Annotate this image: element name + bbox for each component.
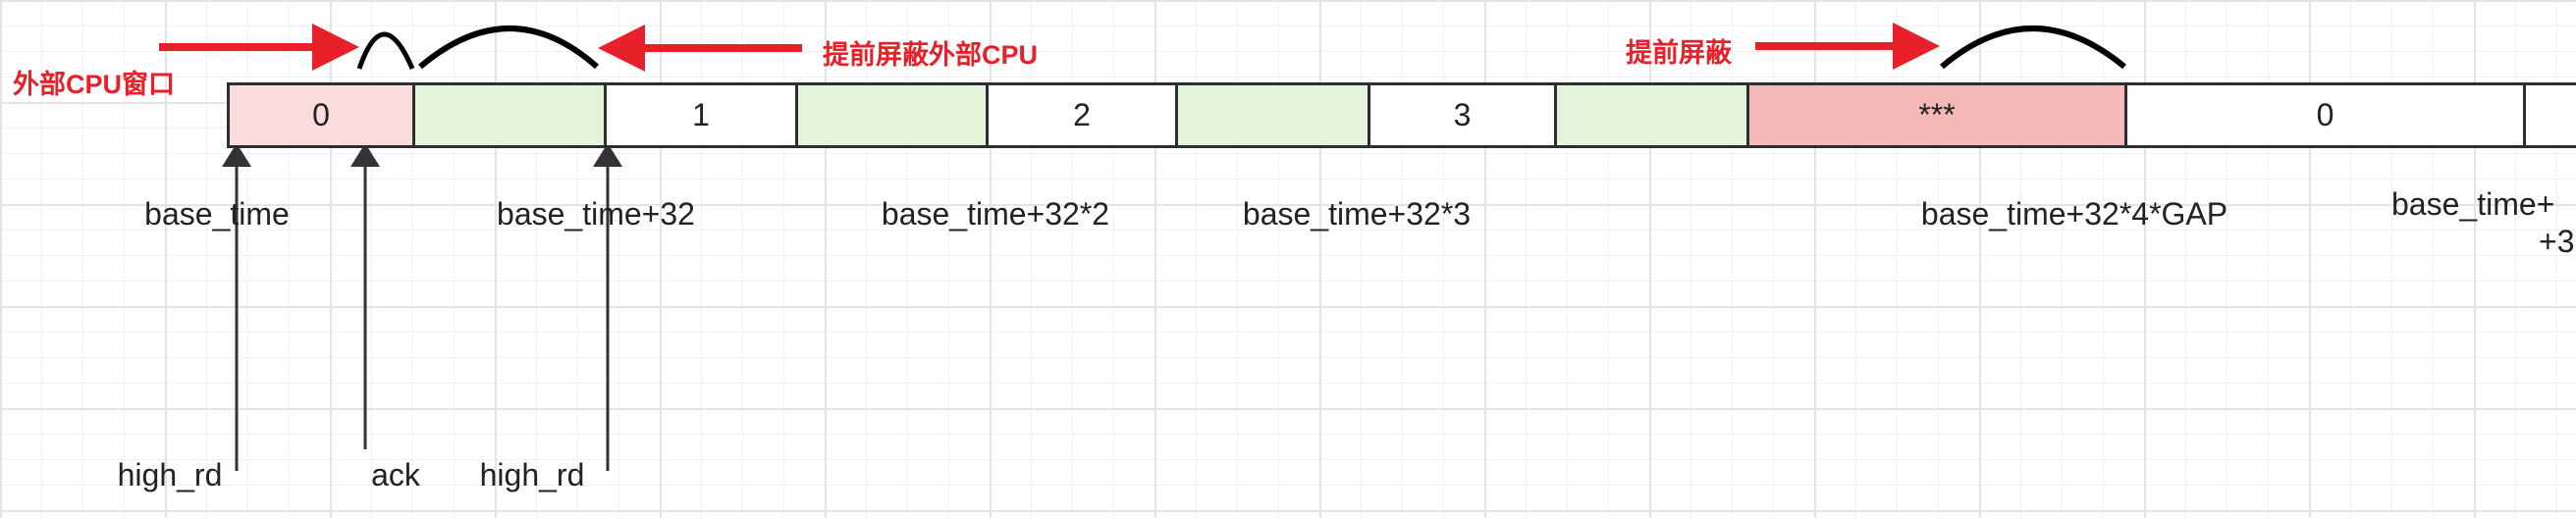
slot-cell: 0 [227,82,415,148]
time-label: base_time+ [2391,186,2555,222]
time-label: base_time+32*2 [881,196,1110,232]
slot-cell-gap: *** [1746,82,2127,148]
mask-external-label: 提前屏蔽外部CPU [823,40,1039,70]
small-arc [356,31,415,70]
time-label: base_time+32*4*GAP [1920,196,2228,232]
slot-cell [795,82,989,148]
mask-label: 提前屏蔽 [1626,38,1732,68]
slot-cell: 3 [1368,82,1557,148]
time-label: base_time+32 [497,196,695,232]
slot-cell [1175,82,1370,148]
slot-cell [2523,82,2576,148]
slot-cell [1554,82,1749,148]
slot-cell: 2 [986,82,1178,148]
pointer-label: high_rd [117,457,223,492]
pointer-label: ack [371,457,420,492]
time-label: base_time+32*3 [1242,196,1472,232]
slot-cell: 0 [2124,82,2526,148]
slot-cell [412,82,607,148]
pointer-label: high_rd [479,457,585,492]
time-label: base_time [144,196,290,232]
external-window-label: 外部CPU窗口 [13,70,176,99]
gap-arc [1940,26,2126,70]
large-arc [418,26,599,70]
time-label: +3 [2539,224,2575,259]
slot-cell: 1 [604,82,798,148]
